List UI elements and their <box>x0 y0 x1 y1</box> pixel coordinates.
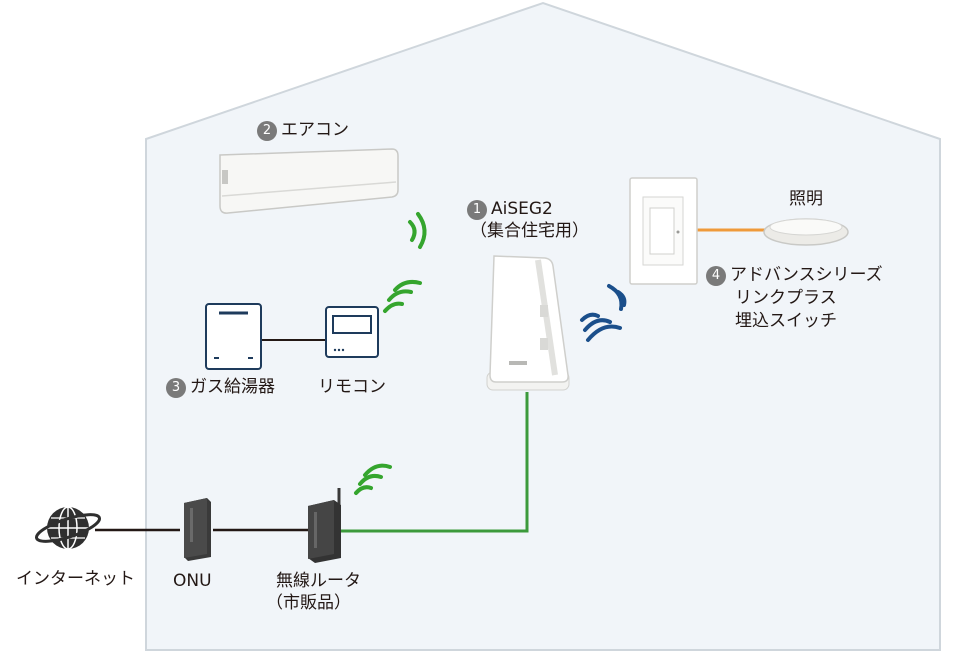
ceiling-light-icon <box>763 218 849 246</box>
aiseg-sublabel: （集合住宅用） <box>470 221 589 241</box>
router-label-1: 無線ルータ <box>276 571 361 591</box>
remote-controller-icon <box>325 306 379 358</box>
switch-line-3: 埋込スイッチ <box>735 311 837 331</box>
router-icon <box>308 488 341 563</box>
wifi-icon <box>383 279 422 313</box>
wall-switch-icon <box>629 177 698 285</box>
switch-line-1: アドバンスシリーズ <box>730 265 883 285</box>
onu-icon <box>184 498 211 561</box>
wifi-icon <box>607 284 627 311</box>
aiseg2-device-icon <box>486 255 570 391</box>
air-conditioner-icon <box>219 148 399 214</box>
wifi-icon <box>354 463 392 495</box>
onu-label: ONU <box>173 571 212 591</box>
number-badge: 1 <box>467 200 487 220</box>
internet-label: インターネット <box>16 569 135 589</box>
gas-water-heater-icon <box>205 303 262 370</box>
number-badge: 2 <box>257 121 277 141</box>
number-badge: 4 <box>706 266 726 286</box>
wifi-icon <box>408 212 427 249</box>
aiseg-name: AiSEG2 <box>491 199 553 219</box>
router-label-2: （市販品） <box>266 593 351 613</box>
globe-icon <box>34 506 102 550</box>
lan-cable <box>341 392 529 533</box>
number-badge: 3 <box>166 378 186 398</box>
light-label: 照明 <box>789 189 823 209</box>
switch-line-2: リンクプラス <box>735 288 837 308</box>
aircon-name: エアコン <box>281 120 349 140</box>
wifi-icon <box>580 312 622 342</box>
remote-label: リモコン <box>318 377 386 397</box>
gas-name: ガス給湯器 <box>190 377 275 397</box>
